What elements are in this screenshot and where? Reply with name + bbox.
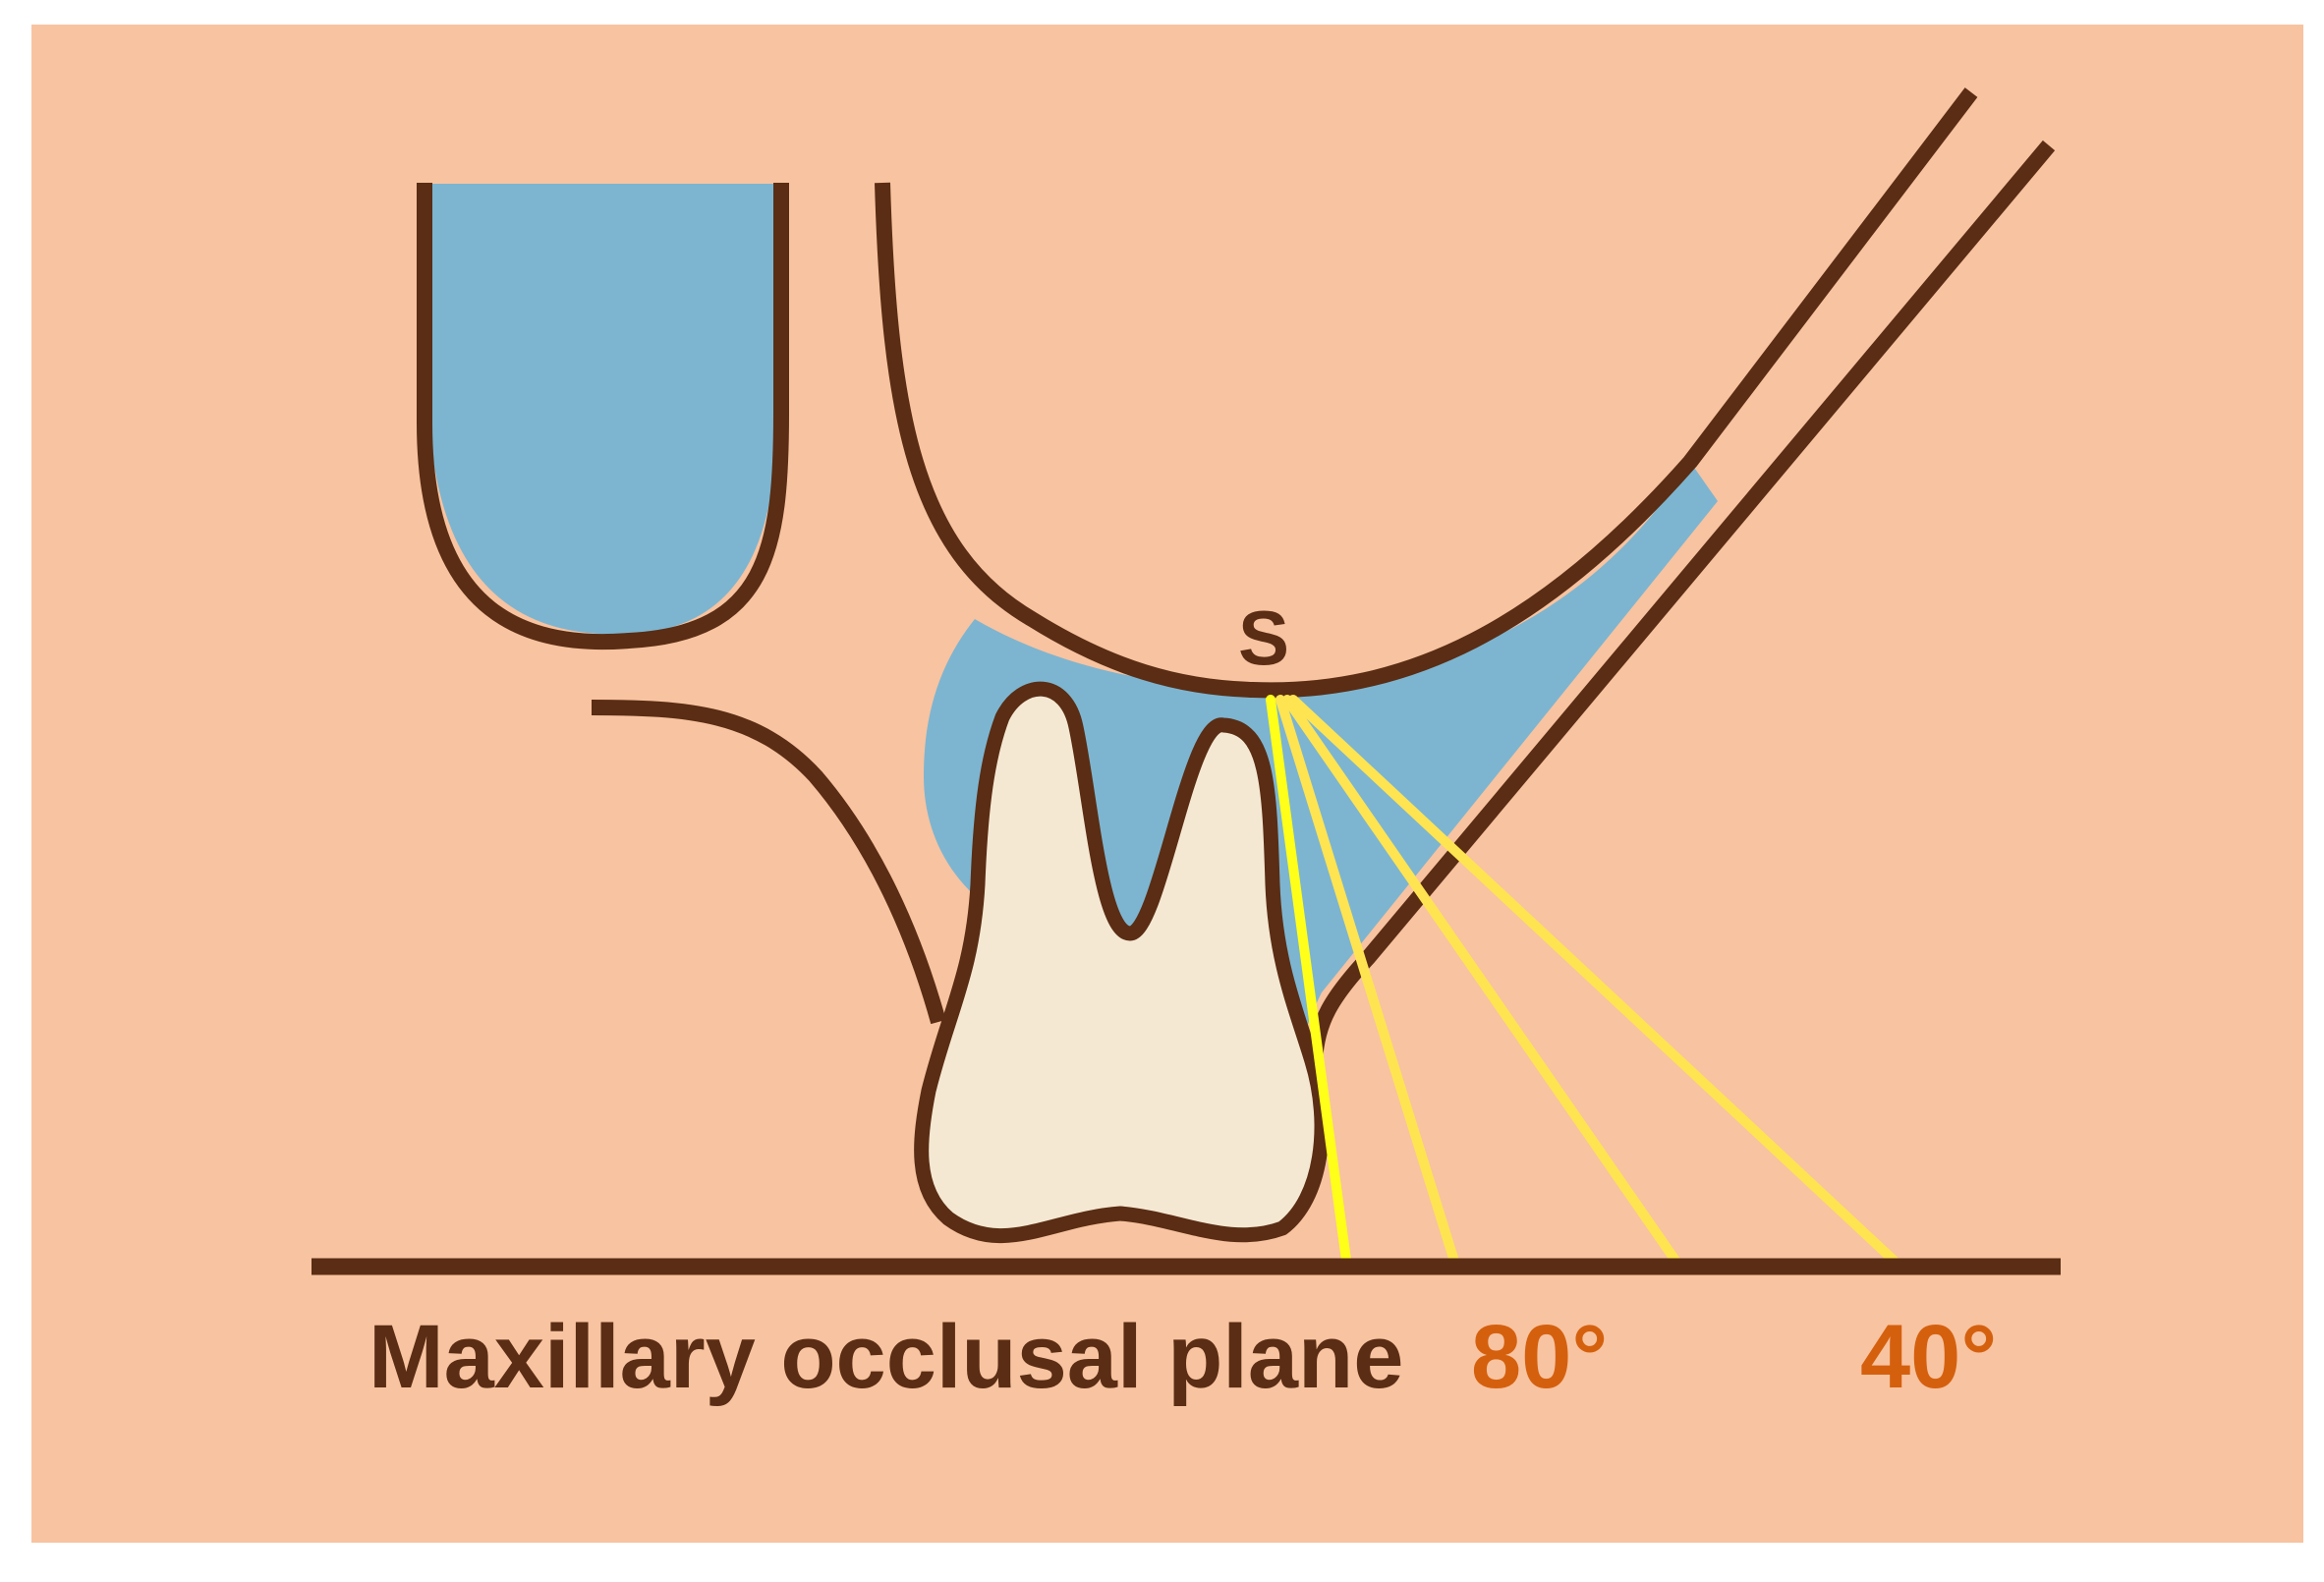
angle-80-label: 80° <box>1471 1307 1608 1407</box>
point-s-label: S <box>1238 594 1289 681</box>
maxillary-molar-icon <box>914 681 1330 1244</box>
sinus-floor-outline <box>875 87 1978 699</box>
ray-1 <box>1266 695 1352 1272</box>
left-cavity-fill <box>429 184 776 635</box>
ray-3 <box>1282 695 1685 1272</box>
ray-2 <box>1275 695 1461 1272</box>
angle-40-label: 40° <box>1860 1307 1997 1407</box>
plane-label: Maxillary occlusal plane <box>368 1307 1403 1407</box>
ray-4 <box>1288 695 1906 1272</box>
left-cavity-outline <box>417 183 789 650</box>
soft-tissue-outline <box>591 700 946 1025</box>
